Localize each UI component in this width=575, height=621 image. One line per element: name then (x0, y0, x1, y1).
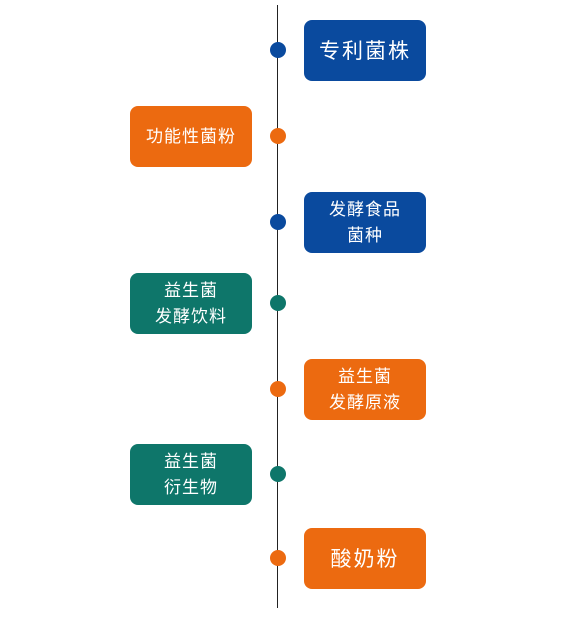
timeline-node-dot (270, 128, 286, 144)
timeline-node-dot (270, 295, 286, 311)
timeline-card-label: 益生菌 发酵饮料 (155, 280, 227, 327)
timeline-card-probiotic-drink: 益生菌 发酵饮料 (130, 273, 252, 334)
timeline-card-label: 益生菌 衍生物 (164, 451, 218, 498)
timeline-card-patent-strains: 专利菌株 (304, 20, 426, 81)
timeline-card-functional-powder: 功能性菌粉 (130, 106, 252, 167)
timeline-card-probiotic-derivatives: 益生菌 衍生物 (130, 444, 252, 505)
timeline-card-label: 功能性菌粉 (146, 126, 236, 147)
timeline-node-dot (270, 466, 286, 482)
timeline-card-fermented-food-strains: 发酵食品 菌种 (304, 192, 426, 253)
timeline-card-label: 发酵食品 菌种 (329, 199, 401, 246)
timeline-card-probiotic-liquid: 益生菌 发酵原液 (304, 359, 426, 420)
timeline-node-dot (270, 381, 286, 397)
timeline-node-dot (270, 214, 286, 230)
timeline-node-dot (270, 42, 286, 58)
timeline-card-label: 酸奶粉 (330, 546, 400, 571)
timeline-card-yogurt-powder: 酸奶粉 (304, 528, 426, 589)
timeline-node-dot (270, 550, 286, 566)
timeline-card-label: 专利菌株 (319, 38, 411, 63)
timeline-card-label: 益生菌 发酵原液 (329, 366, 401, 413)
